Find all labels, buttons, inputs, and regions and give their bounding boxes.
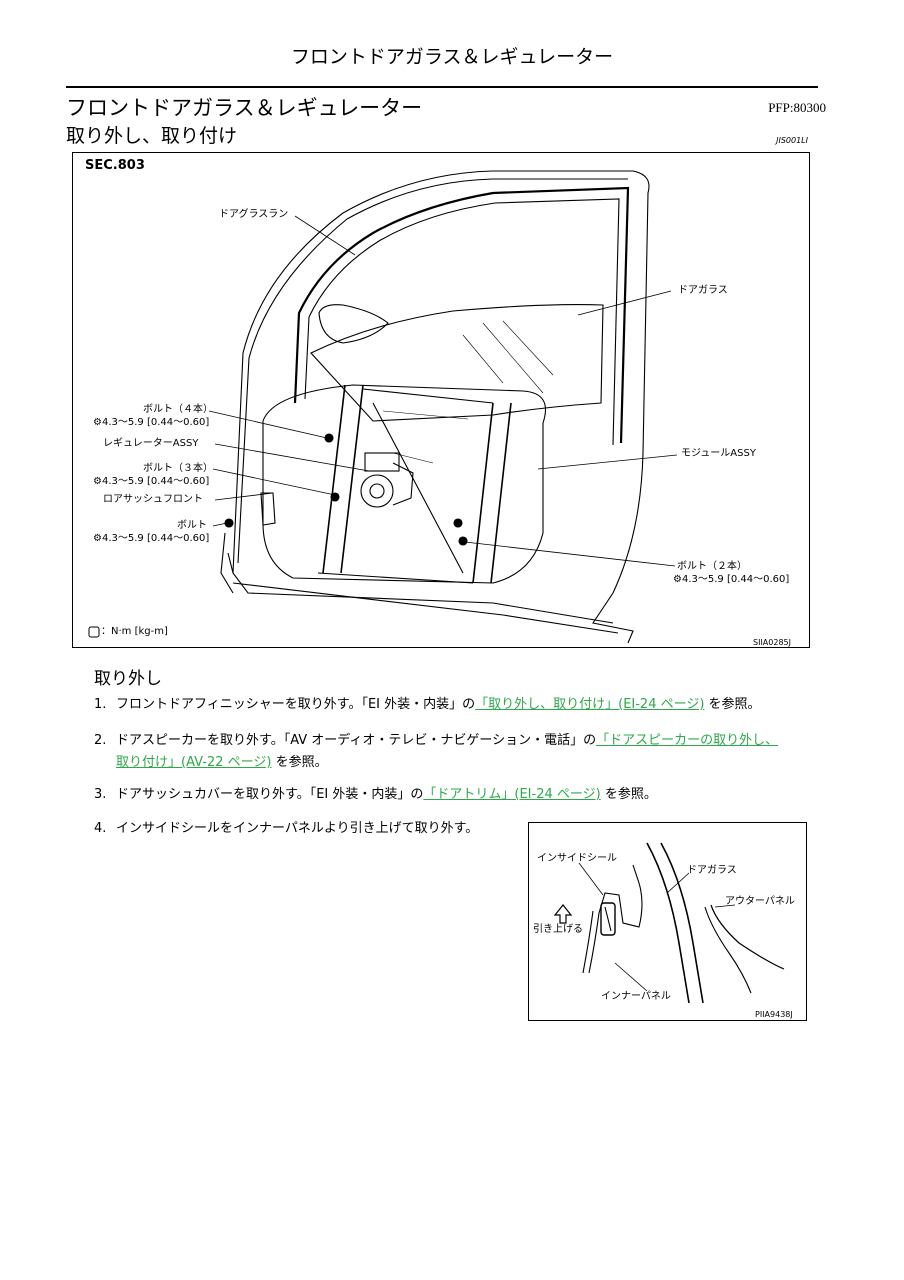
door-glass-label: ドアガラス: [678, 285, 728, 296]
step-number: 1.: [94, 697, 107, 712]
step-suffix: を参照。: [600, 787, 657, 802]
inside-seal-label: インサイドシール: [537, 853, 617, 864]
reference-link-cont[interactable]: 取り付け」(AV-22 ページ): [116, 755, 272, 770]
step-text: フロントドアフィニッシャーを取り外す。「EI 外装・内装」の: [116, 697, 476, 712]
page-subtitle: 取り外し、取り付け: [66, 125, 238, 147]
step-3: 3. ドアサッシュカバーを取り外す。「EI 外装・内装」の「ドアトリム」(EI-2…: [94, 784, 657, 806]
bolt-label: ボルト: [177, 520, 207, 531]
torque-icon: ⚙: [93, 476, 102, 487]
running-header: フロントドアガラス＆レギュレーター: [290, 46, 614, 68]
figure-id: PIIA9438J: [755, 1010, 793, 1019]
door-glass-label: ドアガラス: [687, 865, 737, 876]
bolt3-label: ボルト（３本）: [143, 463, 213, 474]
section-label: SEC.803: [85, 158, 145, 173]
torque-icon: ⚙: [93, 533, 102, 544]
step-2: 2. ドアスピーカーを取り外す。「AV オーディオ・テレビ・ナビゲーション・電話」…: [94, 730, 778, 774]
pfp-code: PFP:80300: [768, 100, 826, 115]
step-suffix: を参照。: [271, 755, 328, 770]
pull-up-label: 引き上げる: [533, 924, 583, 935]
step-text: ドアスピーカーを取り外す。「AV オーディオ・テレビ・ナビゲーション・電話」の: [116, 733, 597, 748]
bolt4-label: ボルト（４本）: [143, 404, 213, 415]
bolt-torque: ⚙4.3～5.9 [0.44～0.60]: [93, 533, 210, 544]
step-text: ドアサッシュカバーを取り外す。「EI 外装・内装」の: [116, 787, 424, 802]
inner-panel-label: インナーパネル: [601, 991, 671, 1002]
reference-link[interactable]: 「取り外し、取り付け」(EI-24 ページ): [475, 697, 705, 712]
main-figure: SEC.803 ドアグラスラン ドアガラス ボルト（４本） ⚙4.3～5.9 […: [72, 152, 810, 648]
inside-seal-figure: インサイドシール ドアガラス アウターパネル 引き上げる インナーパネル PII…: [528, 822, 807, 1021]
page-title: フロントドアガラス＆レギュレーター: [66, 96, 423, 120]
bolt2-label: ボルト（２本）: [677, 561, 747, 572]
torque-legend: ：N·m [kg-m]: [101, 626, 168, 637]
lower-sash-front-label: ロアサッシュフロント: [103, 494, 203, 505]
door-glass-run-label: ドアグラスラン: [219, 209, 289, 220]
regulator-assy-label: レギュレーターASSY: [103, 438, 199, 449]
step-number: 2.: [94, 733, 107, 748]
torque-icon: ⚙: [93, 417, 102, 428]
bolt3-torque: ⚙4.3～5.9 [0.44～0.60]: [93, 476, 210, 487]
outer-panel-label: アウターパネル: [725, 896, 795, 907]
torque-icon: ⚙: [673, 574, 682, 585]
figure-id: SIIA0285J: [753, 638, 791, 647]
header-rule: [66, 86, 818, 88]
bolt2-torque: ⚙4.3～5.9 [0.44～0.60]: [673, 574, 790, 585]
door-diagram: [88, 170, 678, 644]
step-text: インサイドシールをインナーパネルより引き上げて取り外す。: [116, 821, 479, 836]
step-4: 4. インサイドシールをインナーパネルより引き上げて取り外す。: [94, 818, 478, 840]
step-number: 4.: [94, 821, 107, 836]
doc-id: JIS001LI: [776, 136, 808, 145]
module-assy-label: モジュールASSY: [681, 448, 756, 459]
step-number: 3.: [94, 787, 107, 802]
reference-link[interactable]: 「ドアトリム」(EI-24 ページ): [423, 787, 601, 802]
seal-diagram: [553, 842, 785, 1004]
bolt4-torque: ⚙4.3～5.9 [0.44～0.60]: [93, 417, 210, 428]
step-1: 1. フロントドアフィニッシャーを取り外す。「EI 外装・内装」の「取り外し、取り…: [94, 694, 761, 716]
step-suffix: を参照。: [704, 697, 761, 712]
reference-link[interactable]: 「ドアスピーカーの取り外し、: [596, 733, 779, 748]
removal-heading: 取り外し: [94, 669, 162, 689]
